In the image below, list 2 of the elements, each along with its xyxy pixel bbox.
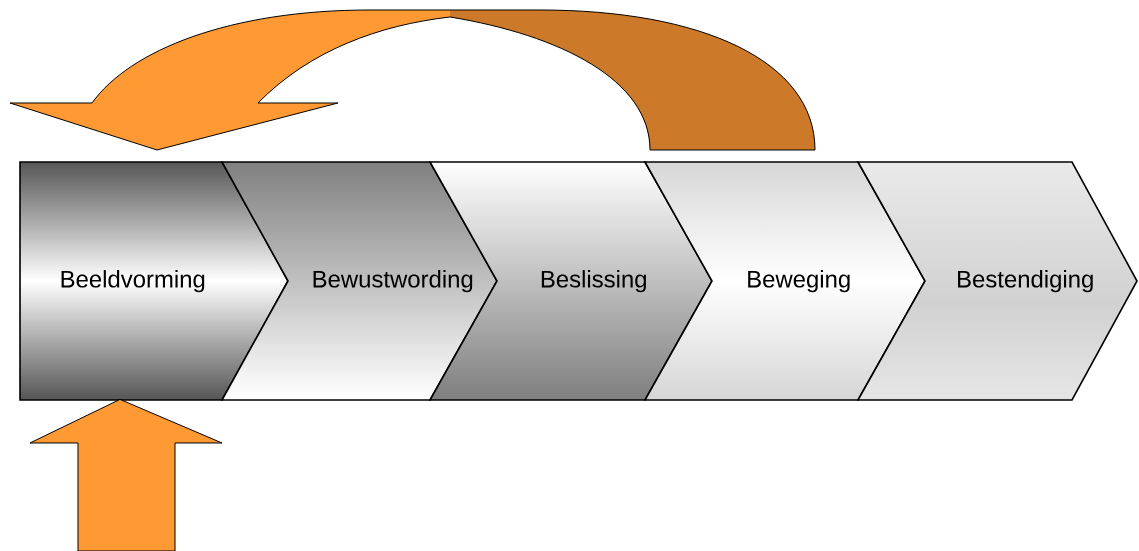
block-arrow [29,398,223,551]
curved-arrow [9,9,816,151]
